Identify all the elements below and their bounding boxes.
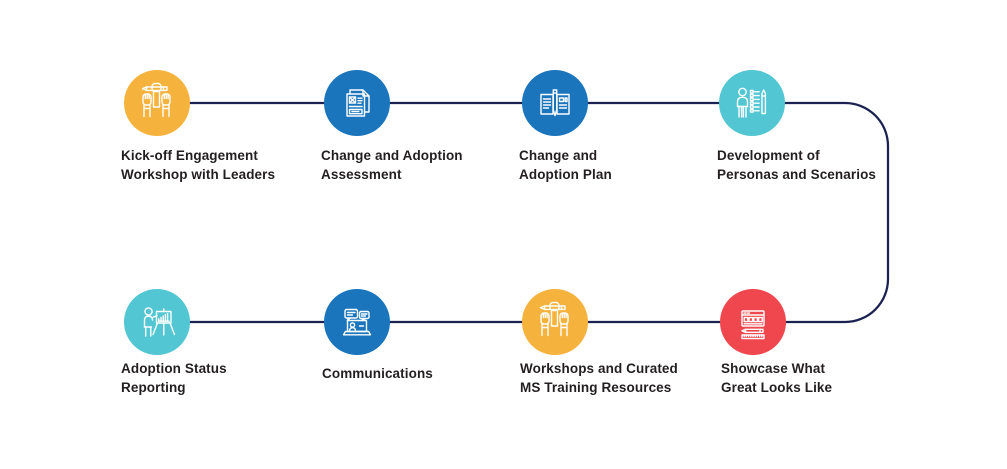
flow-connector-line [157,101,890,324]
presentation-chart-icon [133,298,181,346]
flow-node-label: Showcase What Great Looks Like [721,361,833,395]
raised-hands-pencil-icon [531,298,579,346]
design-showcase-browser-icon [729,298,777,346]
workshops-circle [522,289,588,355]
communications-circle [324,289,390,355]
laptop-chat-icon [333,298,381,346]
flow-node-label: Change and Adoption Assessment [321,148,463,182]
flow-node-label: Communications [322,366,433,381]
flow-node-label: Kick-off Engagement Workshop with Leader… [121,148,276,182]
flow-node-label: Workshops and Curated MS Training Resour… [520,361,678,395]
plan-circle [522,70,588,136]
flow-node-label: Adoption Status Reporting [121,361,227,395]
raised-hands-pencil-icon [133,79,181,127]
personas-circle [719,70,785,136]
plan-notebook-pencil-icon [531,79,579,127]
assessment-form-icon [333,79,381,127]
assessment-circle [324,70,390,136]
flow-node-label: Development of Personas and Scenarios [717,148,877,182]
showcase-circle [720,289,786,355]
flow-node-label: Change and Adoption Plan [519,148,612,182]
kickoff-circle [124,70,190,136]
persona-checklist-icon [728,79,776,127]
reporting-circle [124,289,190,355]
